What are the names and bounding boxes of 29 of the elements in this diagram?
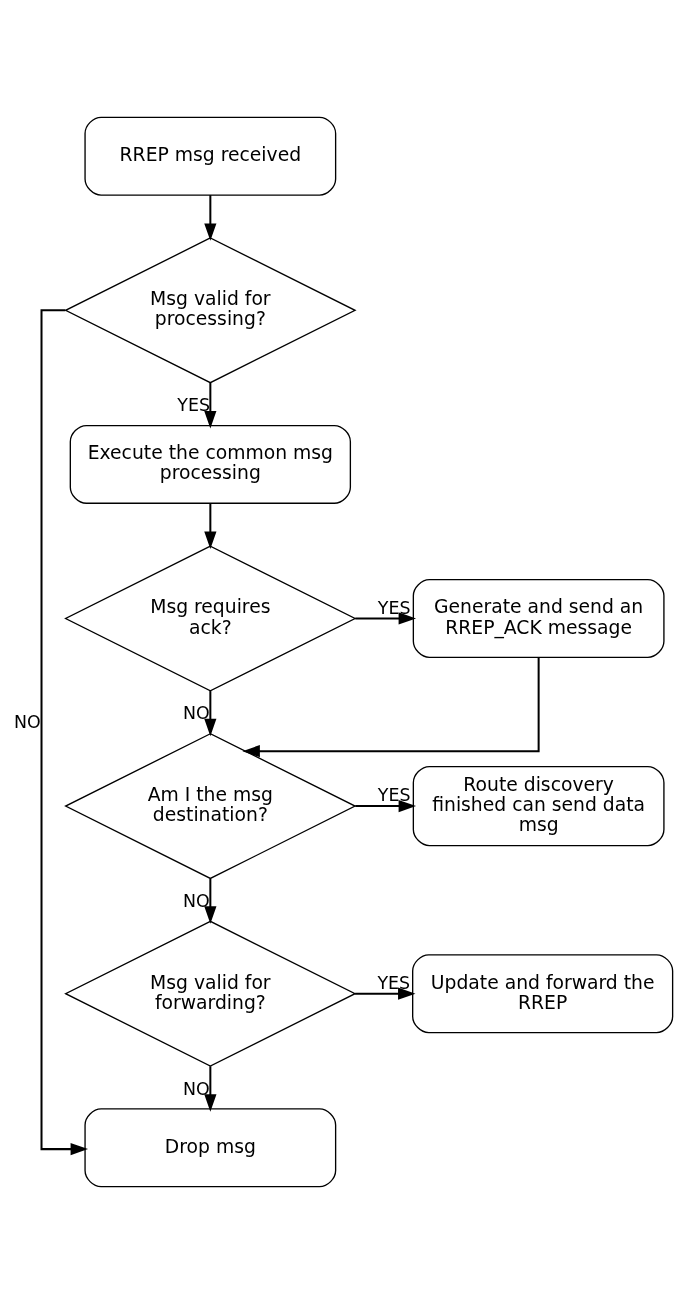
arrow	[204, 503, 217, 550]
arrow	[204, 195, 217, 241]
node-diamond: Am I the msg destination?	[64, 733, 357, 880]
edge-label: YES	[377, 785, 411, 806]
node-box: Generate and send an RREP_ACK message	[412, 578, 665, 659]
node-diamond: Msg valid for forwarding?	[64, 920, 357, 1067]
arrow	[204, 691, 217, 737]
node-box: RREP msg received	[84, 116, 337, 196]
arrow	[355, 987, 416, 1000]
edge-label: NO	[182, 703, 210, 724]
arrow	[204, 382, 217, 429]
edge-label: YES	[377, 972, 411, 993]
edge-label: YES	[377, 597, 411, 618]
node-box: Route discovery finished can send data msg	[412, 765, 665, 847]
arrow	[40, 309, 89, 1156]
edge-label: NO	[182, 890, 210, 911]
node-box: Update and forward the RREP	[412, 954, 674, 1034]
node-box: Execute the common msg processing	[69, 424, 352, 504]
arrow	[204, 1066, 217, 1112]
edge-label: YES	[177, 395, 210, 416]
arrow	[355, 800, 417, 813]
arrow	[242, 657, 540, 758]
node-box: Drop msg	[84, 1108, 337, 1188]
edge-label: NO	[182, 1078, 210, 1099]
node-diamond: Msg valid for processing?	[64, 237, 357, 384]
node-diamond: Msg requires ack?	[64, 545, 357, 692]
edge-label: NO	[14, 712, 41, 733]
arrow	[204, 878, 217, 924]
arrow	[355, 612, 417, 625]
